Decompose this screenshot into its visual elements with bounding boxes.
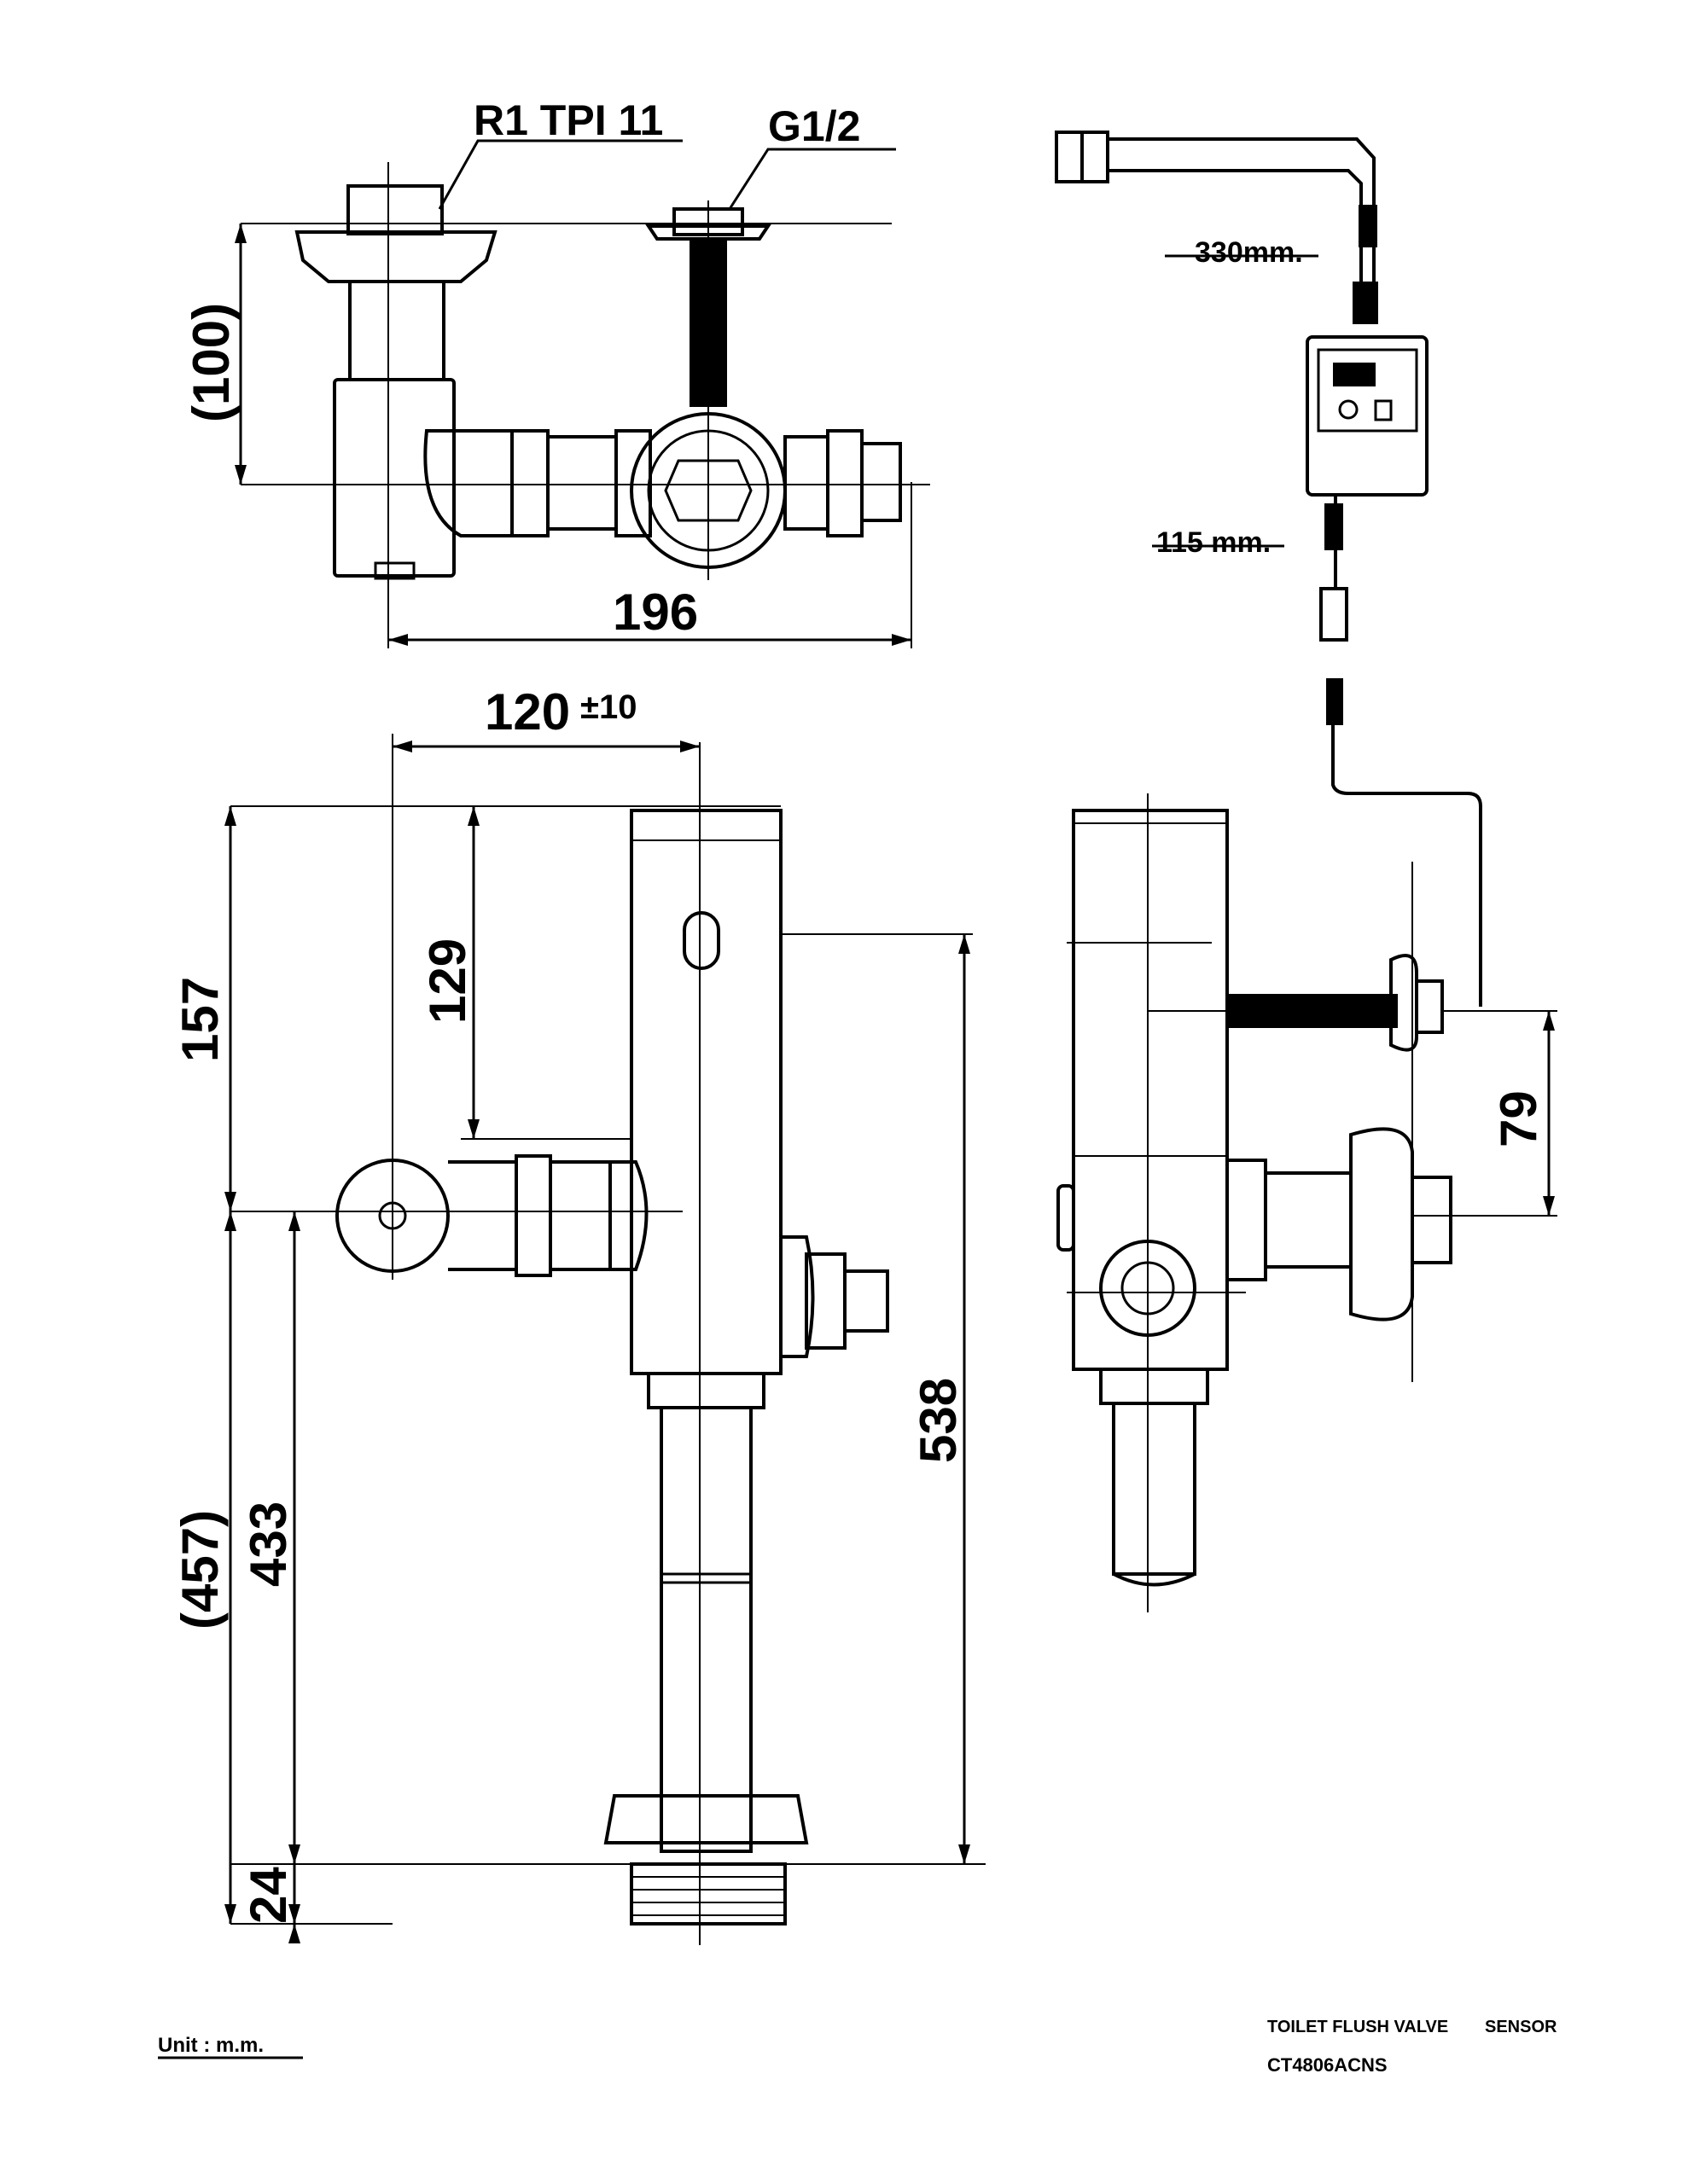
dim-79: 79	[1490, 1090, 1547, 1147]
dim-100: (100)	[183, 303, 240, 422]
dim-120: 120	[485, 683, 570, 741]
dim-24: 24	[240, 1867, 297, 1924]
front-view	[224, 734, 986, 1945]
dim-196: 196	[613, 584, 698, 641]
sensor-control-box	[1055, 131, 1482, 1007]
outlet-thread	[631, 1876, 785, 1916]
dim-115mm: 115 mm.	[1156, 526, 1271, 559]
dim-538: 538	[910, 1378, 967, 1463]
product-line: TOILET FLUSH VALVE	[1267, 2018, 1448, 2036]
dim-330mm: 330mm.	[1195, 236, 1303, 269]
top-view	[235, 139, 930, 648]
unit-label: Unit : m.m.	[158, 2034, 264, 2057]
model-number: CT4806ACNS	[1267, 2054, 1388, 2076]
product-type: SENSOR	[1485, 2018, 1557, 2036]
dim-157: 157	[172, 977, 229, 1062]
side-view	[1056, 793, 1557, 1612]
side-stem-thread	[1227, 994, 1398, 1028]
callout-r1-tpi-11: R1 TPI 11	[474, 96, 663, 144]
dim-129: 129	[419, 938, 476, 1024]
dim-433: 433	[240, 1502, 297, 1587]
dim-457: (457)	[172, 1510, 229, 1629]
callout-g1-2: G1/2	[768, 102, 860, 150]
dim-120-tolerance: ±10	[580, 688, 637, 726]
